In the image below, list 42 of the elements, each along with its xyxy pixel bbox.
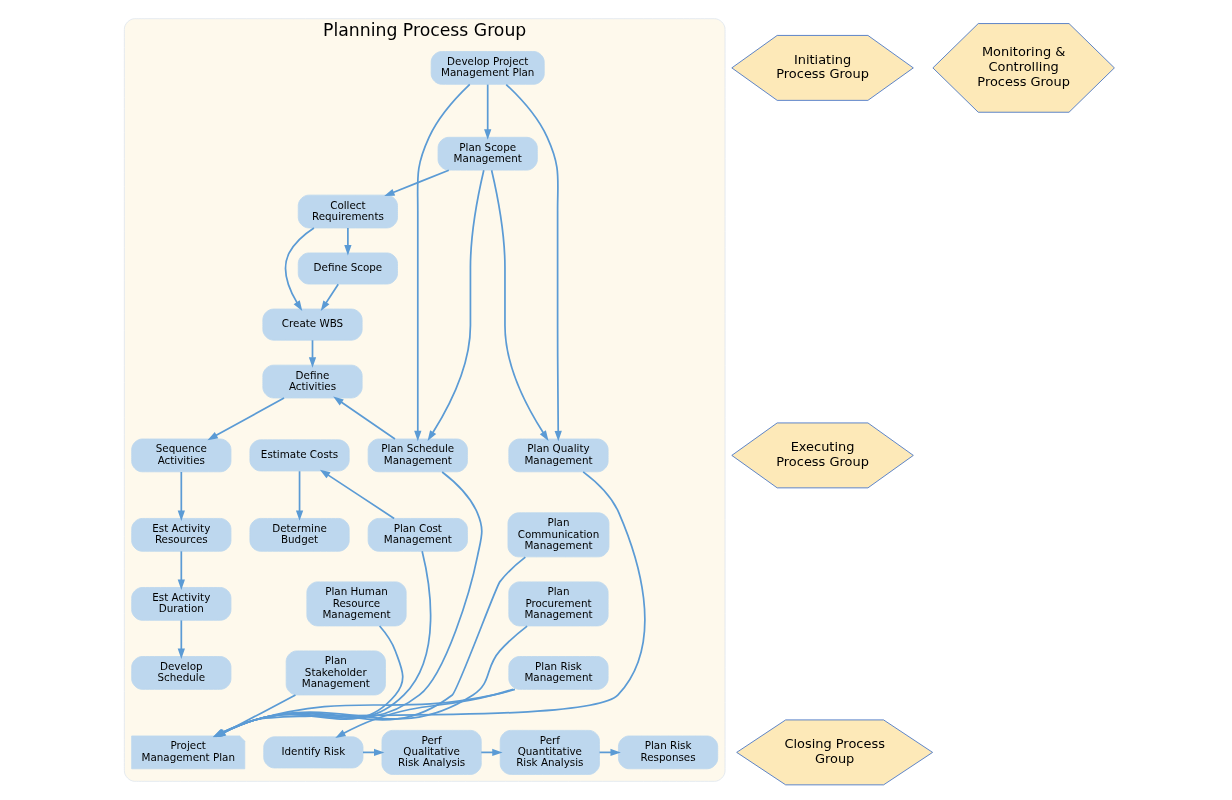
node-box: Plan Quality Management (508, 438, 609, 473)
node-box: Develop Schedule (131, 656, 232, 690)
node-box: Est Activity Resources (131, 518, 232, 552)
node-box: Create WBS (262, 308, 363, 341)
arrow (295, 470, 304, 521)
arrow (333, 396, 396, 440)
node-box: Perf Quantitative Risk Analysis (499, 729, 600, 775)
node-box: Collect Requirements (297, 194, 398, 229)
arrow (207, 397, 285, 441)
arrow (284, 227, 315, 311)
arrow (344, 227, 352, 256)
node-box: Sequence Activities (131, 438, 232, 473)
node-box: Define Activities (262, 364, 363, 399)
arrow (335, 688, 514, 738)
arrow (177, 619, 185, 659)
node-box: Plan Risk Management (508, 656, 609, 690)
arrow (505, 83, 562, 442)
node-box: Identify Risk (263, 736, 364, 769)
arrow (177, 471, 185, 521)
node-box: Plan Cost Management (367, 518, 468, 552)
node-box: Estimate Costs (249, 439, 350, 472)
node-box: Plan Scope Management (437, 136, 538, 171)
arrow (320, 283, 340, 312)
node-box: Define Scope (297, 252, 398, 285)
arrow (215, 694, 297, 738)
node-box: Est Activity Duration (131, 587, 232, 621)
node-box: Plan Risk Responses (618, 735, 719, 770)
arrow (384, 169, 450, 197)
arrow (484, 83, 492, 140)
node-box: Plan Communication Management (507, 512, 610, 558)
arrow (490, 169, 549, 441)
arrow (414, 83, 471, 442)
node-box: Plan Procurement Management (508, 581, 609, 627)
node-box: Determine Budget (249, 518, 350, 552)
node-box: Perf Qualitative Risk Analysis (381, 729, 482, 775)
arrow (177, 550, 185, 590)
arrow (427, 169, 485, 441)
node-box: Plan Stakeholder Management (285, 650, 386, 696)
node-box: Plan Schedule Management (367, 438, 468, 473)
node-box: Develop Project Management Plan (430, 51, 545, 85)
node-box: Plan Human Resource Management (306, 581, 407, 627)
arrow (319, 469, 395, 520)
